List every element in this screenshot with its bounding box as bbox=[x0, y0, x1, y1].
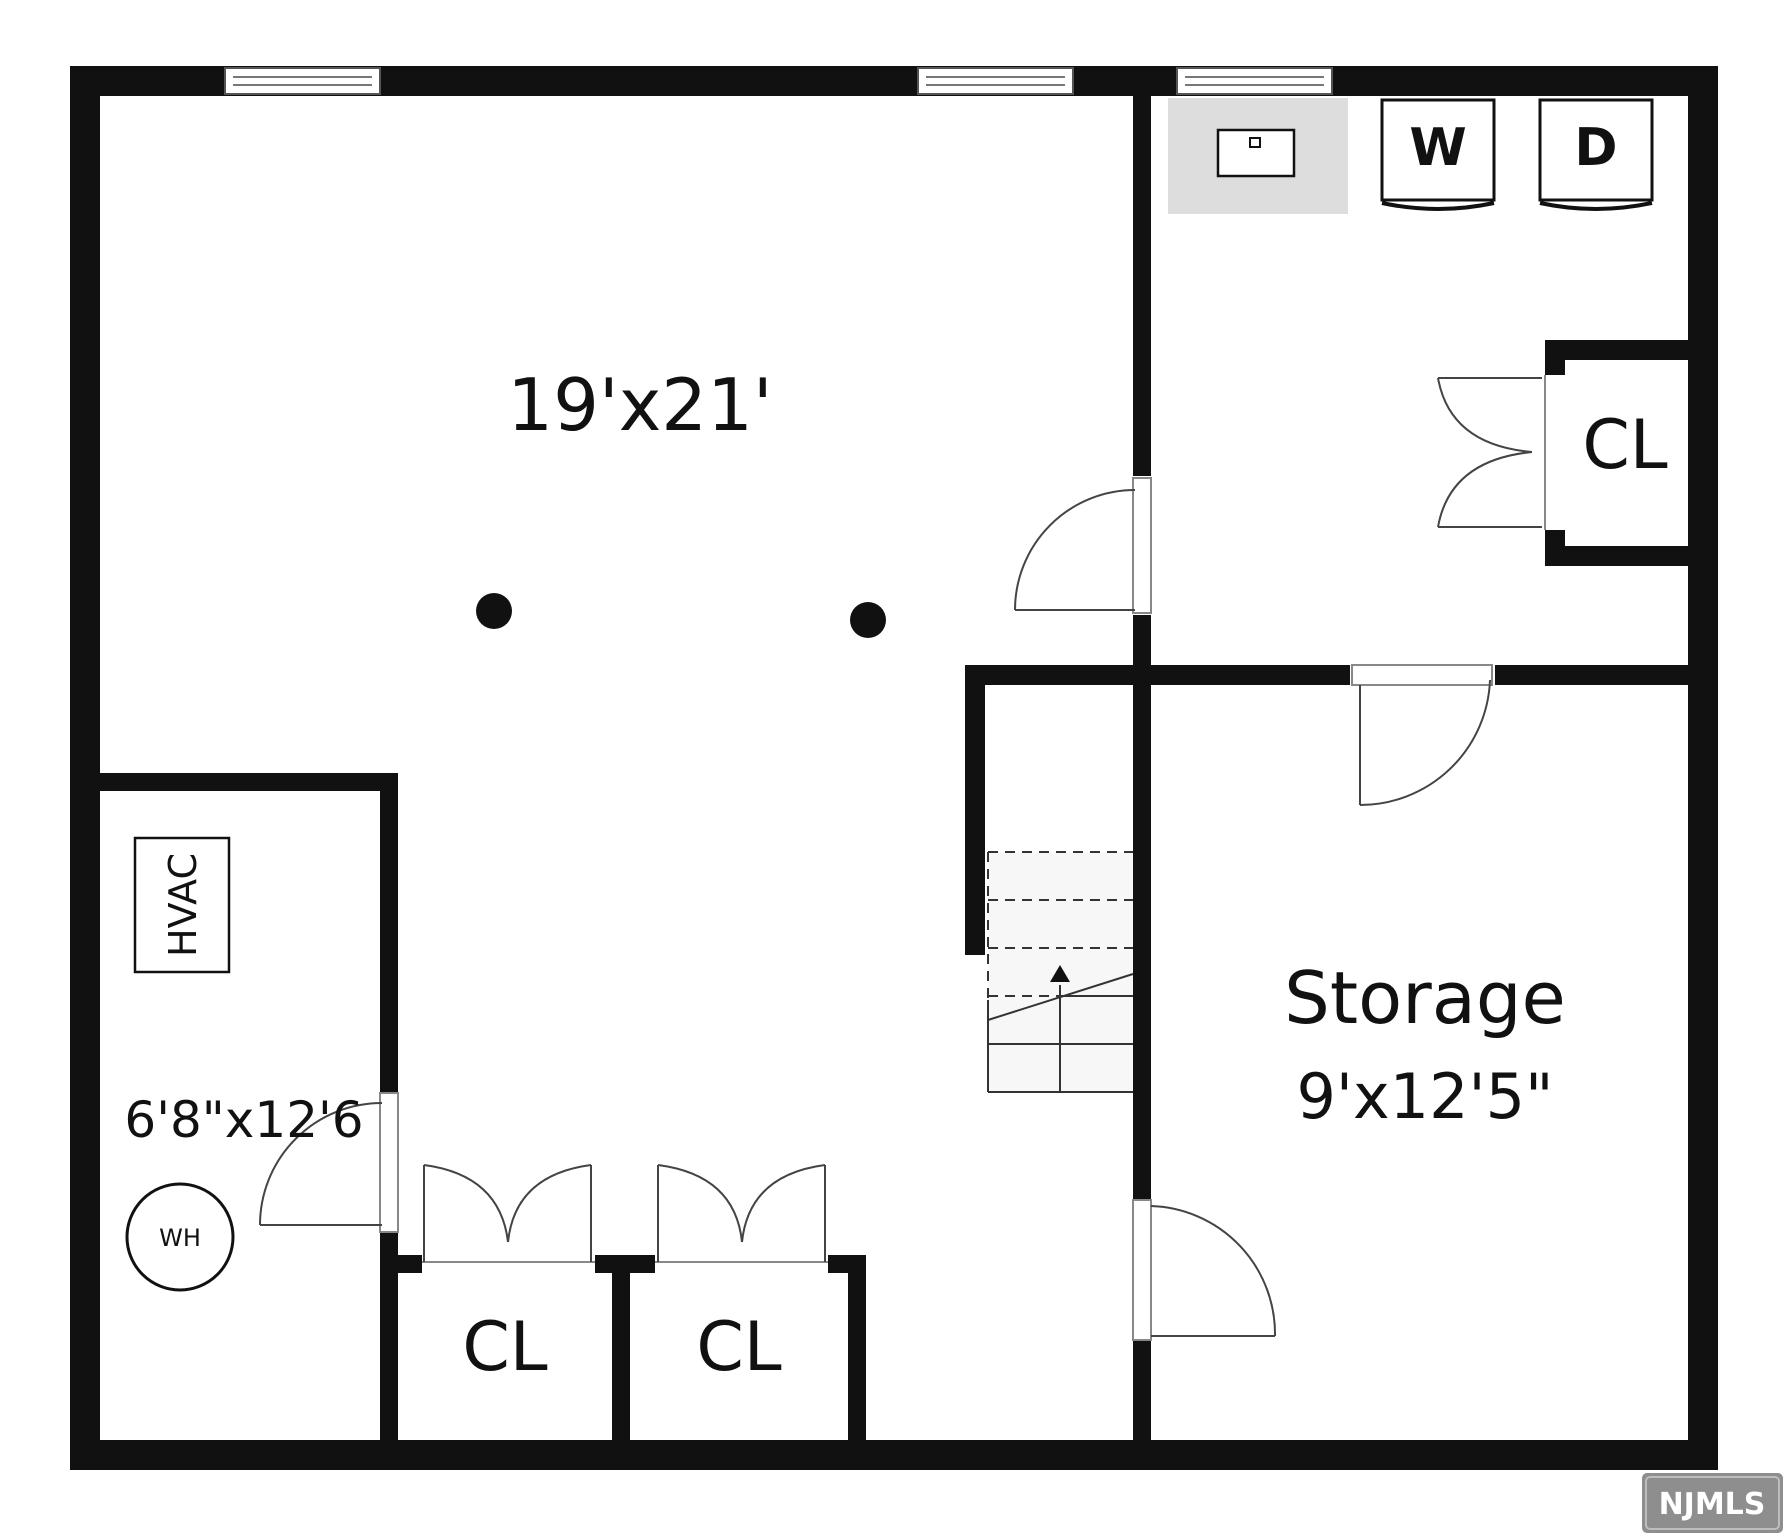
wall-bottom bbox=[70, 1440, 1718, 1470]
water-heater: WH bbox=[125, 1182, 235, 1292]
wall-laundry-storage-left bbox=[965, 665, 1350, 685]
wall-stair bbox=[965, 665, 985, 955]
wall-right bbox=[1688, 66, 1718, 1470]
water-heater-label: WH bbox=[159, 1224, 201, 1252]
stair-up-arrow-icon bbox=[1050, 965, 1070, 982]
laundry-closet-label: CL bbox=[1582, 406, 1667, 485]
door-laundry-storage[interactable] bbox=[1351, 664, 1493, 806]
hvac-unit: HVAC bbox=[133, 836, 231, 974]
laundry-fixtures: W D bbox=[1168, 98, 1654, 214]
wall-closets-top-left bbox=[380, 1255, 422, 1273]
room-labels: 19'x21' Storage 9'x12'5" 6'8"x12'6 bbox=[124, 363, 1565, 1149]
window-3 bbox=[1176, 67, 1333, 95]
wall-closets-divider bbox=[612, 1255, 630, 1440]
wall-divider-lower bbox=[1133, 1340, 1151, 1440]
closet-labels: CL CL CL bbox=[462, 406, 1667, 1387]
column-left bbox=[476, 593, 512, 629]
watermark-text: NJMLS bbox=[1659, 1487, 1766, 1522]
stairs bbox=[987, 851, 1134, 1093]
door-closet-right[interactable] bbox=[655, 1164, 828, 1263]
main-room-dims: 19'x21' bbox=[507, 363, 772, 447]
washer-label: W bbox=[1409, 118, 1466, 178]
support-columns bbox=[476, 593, 886, 638]
utility-room-dims: 6'8"x12'6 bbox=[124, 1091, 363, 1149]
storage-dims: 9'x12'5" bbox=[1296, 1060, 1553, 1133]
wall-laundry-closet-side-top bbox=[1545, 340, 1565, 375]
outer-walls bbox=[70, 66, 1718, 1470]
door-main-laundry[interactable] bbox=[1014, 477, 1152, 614]
storage-name: Storage bbox=[1284, 956, 1566, 1040]
column-right bbox=[850, 602, 886, 638]
hvac-label: HVAC bbox=[161, 853, 205, 957]
wall-divider-upper bbox=[1133, 96, 1151, 476]
wall-laundry-closet-bottom bbox=[1545, 546, 1688, 566]
door-utility[interactable] bbox=[259, 1092, 399, 1233]
bottom-closet-right-label: CL bbox=[696, 1308, 781, 1387]
wall-closets-right bbox=[848, 1255, 866, 1440]
door-storage-lower[interactable] bbox=[1132, 1199, 1277, 1341]
wall-laundry-closet-side-bottom bbox=[1545, 530, 1565, 566]
watermark-logo: NJMLS bbox=[1642, 1473, 1783, 1533]
wall-utility-right-upper bbox=[380, 773, 398, 1093]
doors bbox=[259, 375, 1546, 1341]
wall-utility-right-lower bbox=[380, 1232, 398, 1440]
door-closet-left[interactable] bbox=[422, 1164, 595, 1263]
utility-sink bbox=[1168, 98, 1348, 214]
dryer-label: D bbox=[1574, 118, 1617, 178]
window-1 bbox=[224, 67, 381, 95]
utility-fixtures: HVAC WH bbox=[125, 836, 235, 1292]
wall-divider-middle bbox=[1133, 615, 1151, 1200]
bottom-closet-left-label: CL bbox=[462, 1308, 547, 1387]
window-2 bbox=[917, 67, 1074, 95]
washer: W bbox=[1380, 98, 1496, 211]
interior-walls bbox=[100, 96, 1688, 1440]
dryer: D bbox=[1538, 98, 1654, 211]
wall-laundry-closet-top bbox=[1545, 340, 1688, 360]
wall-left bbox=[70, 66, 100, 1470]
wall-laundry-storage-right bbox=[1495, 665, 1688, 685]
door-laundry-closet[interactable] bbox=[1437, 375, 1546, 530]
windows bbox=[224, 67, 1333, 95]
wall-utility-top bbox=[100, 773, 398, 791]
